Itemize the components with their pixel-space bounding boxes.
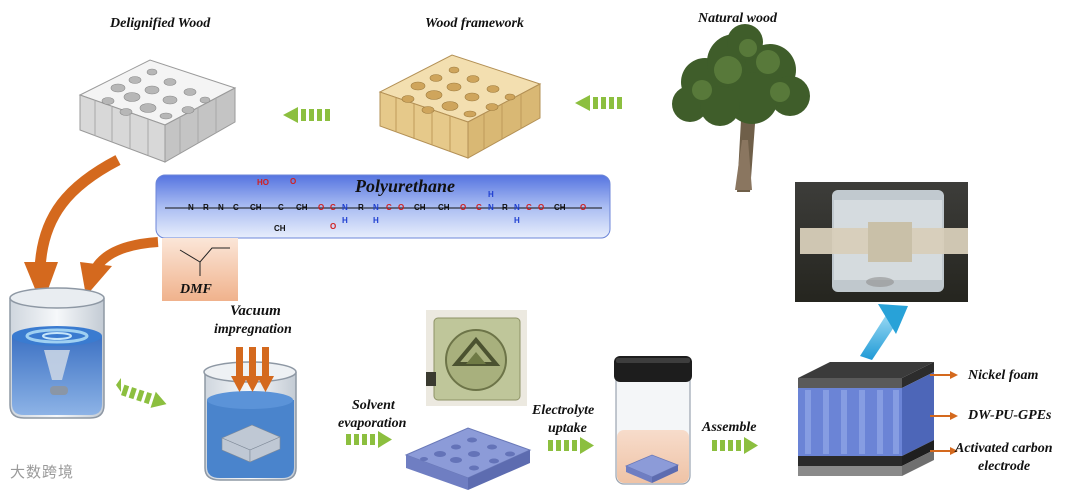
label-assemble: Assemble [702, 420, 757, 435]
chem-ho: HO [257, 178, 269, 187]
wood-framework-block [378, 54, 542, 159]
label-solvent: Solvent [352, 398, 395, 413]
chem-c-5: C [476, 203, 482, 212]
label-dmf: DMF [180, 282, 212, 297]
chem-n-6: N [514, 203, 520, 212]
beaker-vacuum [203, 347, 297, 481]
chem-n-2: N [218, 203, 224, 212]
chem-ch2-1: CH [250, 203, 262, 212]
polyurethane-banner [155, 174, 611, 239]
chem-n-1: N [188, 203, 194, 212]
label-electrode: electrode [978, 459, 1031, 474]
chem-r-3: R [502, 203, 508, 212]
label-electrolyte: Electrolyte [532, 403, 595, 418]
vacuum-arrows [231, 347, 274, 392]
chem-c-1: C [233, 203, 239, 212]
chem-o-top: O [290, 177, 297, 186]
electrolyte-vial [614, 356, 692, 485]
arrow-electrolyte-uptake [548, 437, 594, 454]
label-impregnation: impregnation [214, 322, 292, 337]
chem-c-2: C [278, 203, 284, 212]
label-vacuum: Vacuum [230, 303, 281, 319]
delignified-wood-block [78, 59, 237, 163]
chem-o-1: O [318, 203, 325, 212]
chem-ch2-4: CH [438, 203, 450, 212]
arrow-assemble [712, 437, 758, 454]
blue-arrow-to-photo [860, 304, 908, 360]
chem-ch3: CH [274, 224, 286, 233]
chem-o-2: O [330, 222, 337, 231]
chem-c-4: C [386, 203, 392, 212]
chem-ch2-3: CH [414, 203, 426, 212]
device-photo [795, 182, 968, 302]
chem-ch2-2: CH [296, 203, 308, 212]
beaker-left [9, 287, 105, 419]
label-nickel-foam: Nickel foam [968, 368, 1039, 383]
chem-r-2: R [358, 203, 364, 212]
chem-c-6: C [526, 203, 532, 212]
gpe-sample-photo [426, 310, 527, 406]
label-natural-wood: Natural wood [698, 11, 777, 26]
label-uptake: uptake [548, 421, 587, 436]
label-activated-carbon: Activated carbon [955, 441, 1053, 456]
chem-h-3: H [488, 190, 494, 199]
chem-o-5: O [538, 203, 545, 212]
arrow-solvent-evaporation [346, 431, 392, 448]
watermark: 大数跨境 [10, 463, 75, 481]
supercapacitor-stack [798, 362, 934, 476]
arrow-framework-to-delignified [283, 107, 330, 123]
label-delignified-wood: Delignified Wood [110, 16, 211, 31]
arrow-beaker-to-beaker [116, 378, 167, 408]
chem-r-1: R [203, 203, 209, 212]
chem-h-4: H [514, 216, 520, 225]
natural-wood-tree [672, 24, 810, 192]
orange-arrow-wood-to-beaker [24, 155, 121, 306]
chem-o-4: O [460, 203, 467, 212]
label-dw-pu-gpes: DW-PU-GPEs [968, 408, 1052, 423]
chem-n-5: N [488, 203, 494, 212]
label-evaporation: evaporation [338, 416, 407, 431]
chem-o-6: O [580, 203, 587, 212]
chem-h-2: H [373, 216, 379, 225]
arrow-tree-to-framework [575, 95, 622, 111]
stack-label-pointers [930, 371, 958, 455]
orange-arrow-dmf-to-beaker [80, 237, 159, 296]
dmf-box [162, 238, 238, 301]
chem-h-1: H [342, 216, 348, 225]
label-wood-framework: Wood framework [425, 16, 524, 31]
chem-o-3: O [398, 203, 405, 212]
chem-n-3: N [342, 203, 348, 212]
label-polyurethane: Polyurethane [354, 176, 455, 196]
chem-ch2-5: CH [554, 203, 566, 212]
chem-c-3: C [330, 203, 336, 212]
gpe-membrane [404, 427, 532, 490]
chem-n-4: N [373, 203, 379, 212]
